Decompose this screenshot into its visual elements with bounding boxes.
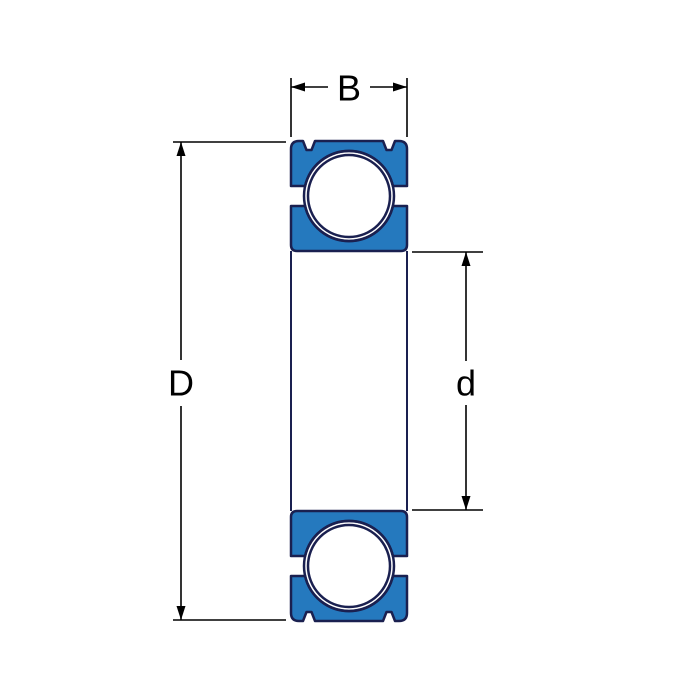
raceway-contour-top [302, 149, 396, 243]
ball-bottom [306, 523, 392, 609]
ball-top [306, 153, 392, 239]
dimension-bore-diameter-d: d [412, 251, 483, 511]
bore-diameter-label: d [456, 363, 476, 404]
dimension-width-B: B [290, 68, 408, 137]
arrow-down-icon [176, 606, 186, 620]
outer-diameter-label: D [168, 363, 194, 404]
arrow-right-icon [393, 82, 407, 92]
width-label: B [337, 68, 361, 109]
arrow-up-icon [461, 252, 471, 266]
dimension-outer-diameter-D: D [168, 141, 286, 621]
arrow-left-icon [291, 82, 305, 92]
arrow-up-icon [176, 142, 186, 156]
raceway-contour-bottom [302, 519, 396, 613]
arrow-down-icon [461, 496, 471, 510]
